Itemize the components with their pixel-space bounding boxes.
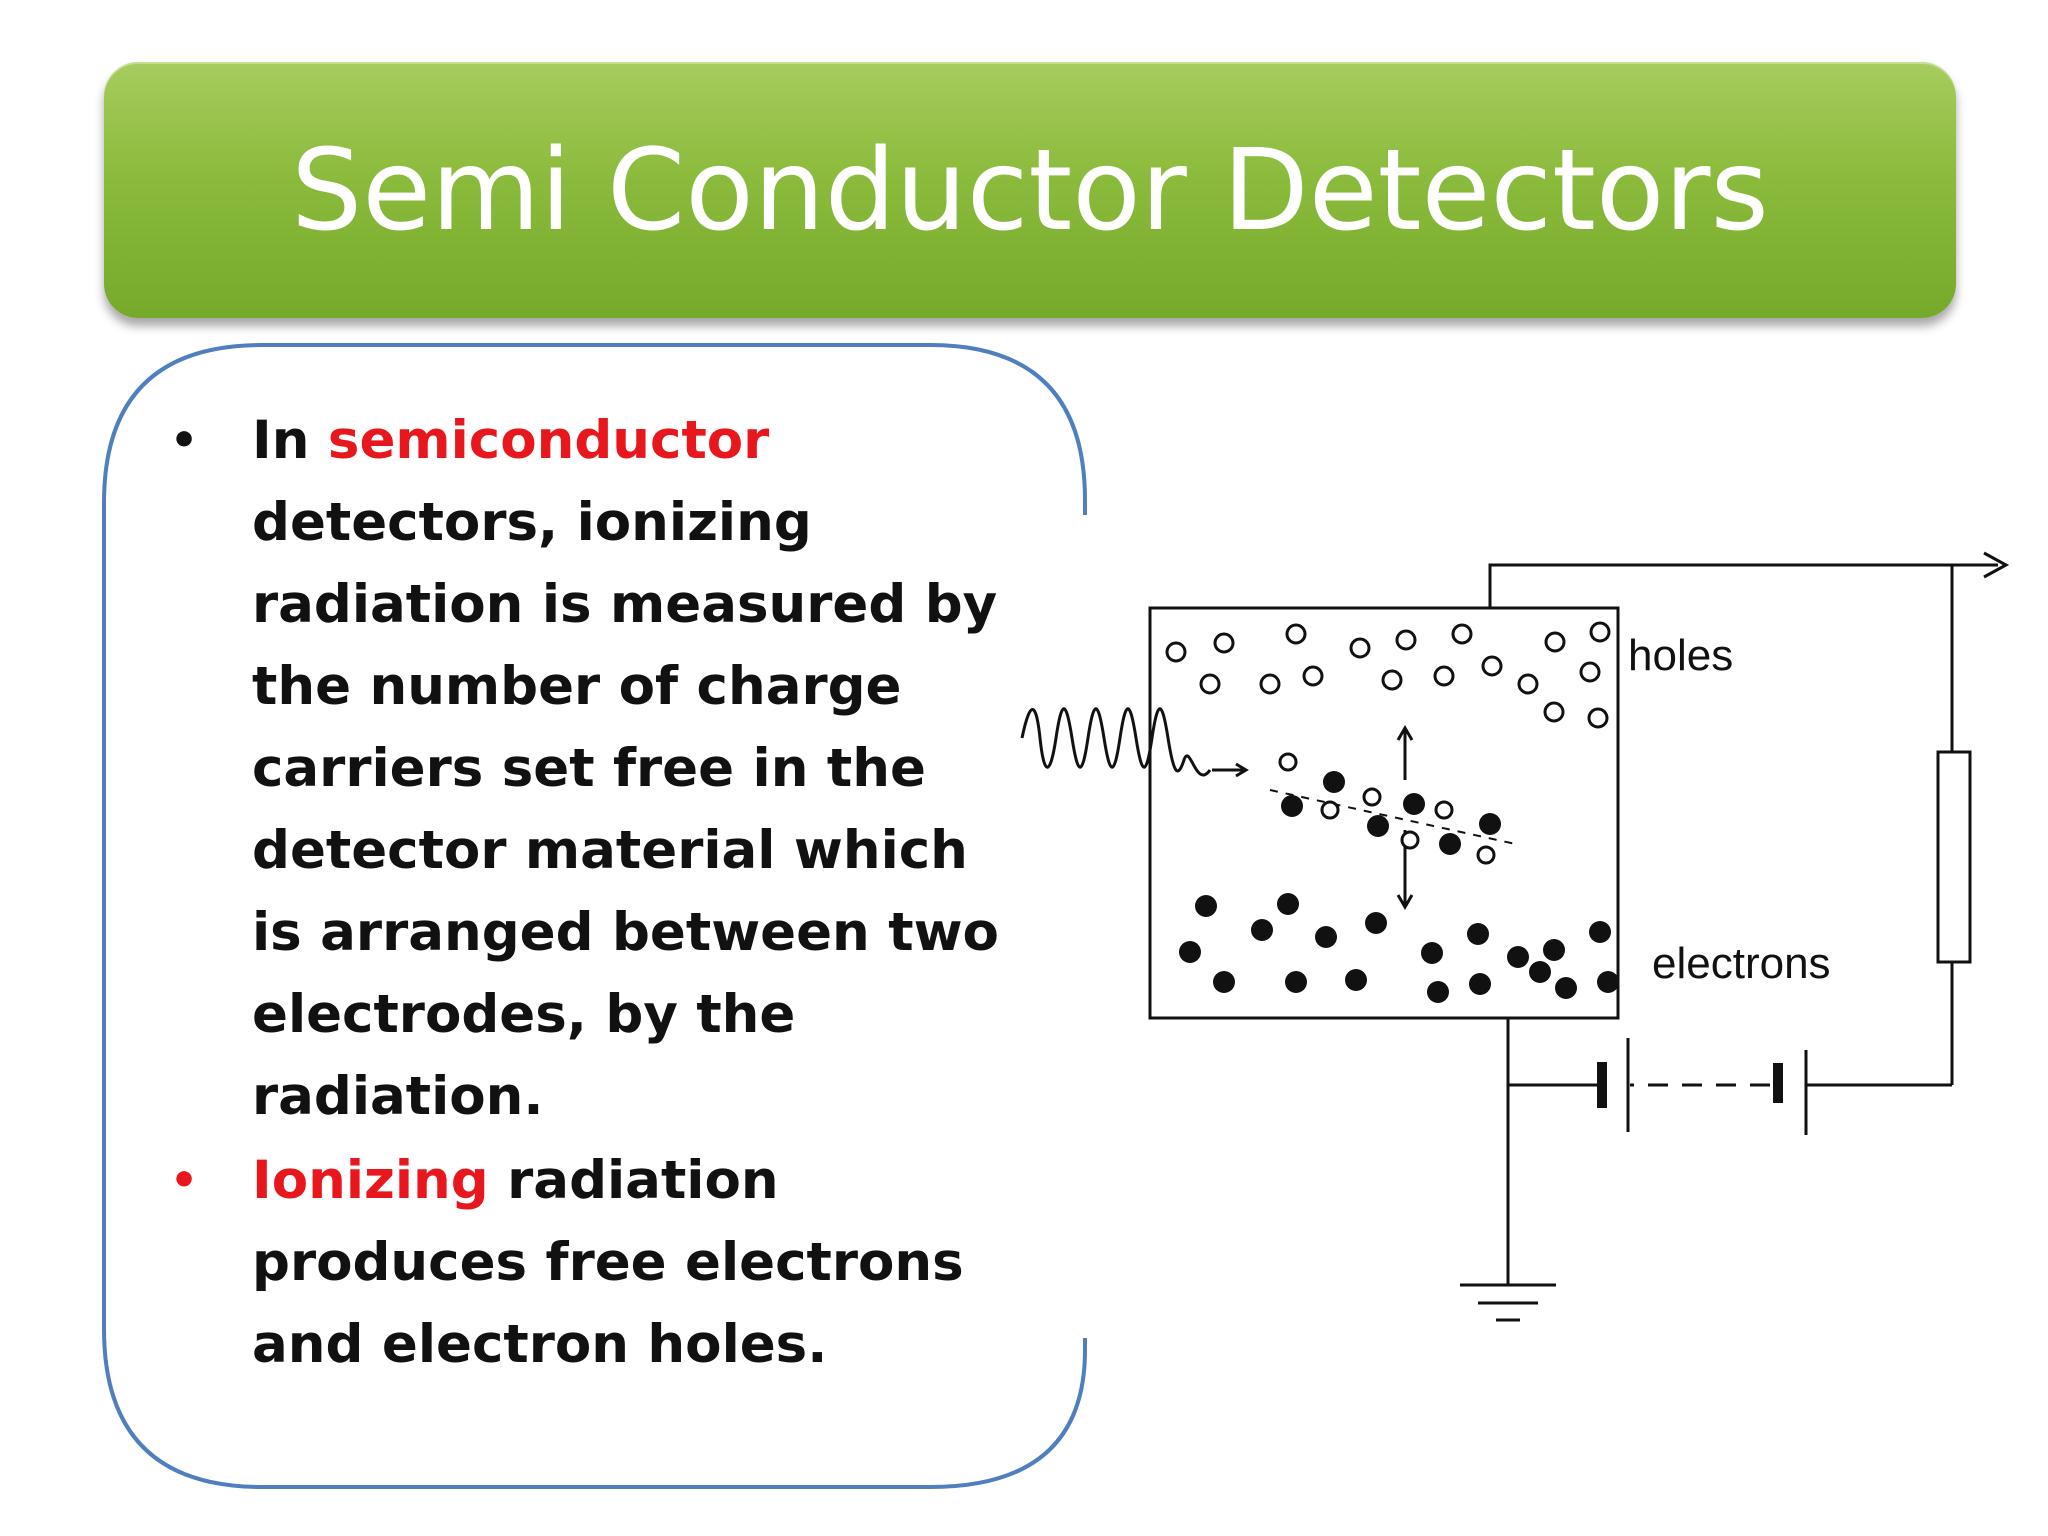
bullet-text: radiation produces free electrons and el… [252, 1150, 964, 1375]
electrons-label: electrons [1652, 939, 1831, 988]
holes-label: holes [1628, 631, 1733, 680]
bullet-item: • In semiconductor detectors, ionizing r… [170, 400, 1030, 1138]
detector-block [1148, 606, 1620, 1020]
output-arrow [1983, 551, 2010, 579]
bullet-marker: • [170, 415, 199, 466]
holes-cluster [1165, 621, 1611, 865]
slide-title: Semi Conductor Detectors [291, 126, 1769, 256]
electrons-cluster [1179, 771, 1619, 1003]
resistor [1936, 750, 1972, 964]
bullet-text: detectors, ionizing radiation is measure… [252, 492, 999, 1127]
title-banner: Semi Conductor Detectors [104, 62, 1956, 318]
bullet-highlight: Ionizing [252, 1150, 489, 1211]
bullet-item: • Ionizing radiation produces free elect… [170, 1140, 1030, 1386]
bullet-marker: • [170, 1155, 199, 1206]
radiation-wave [1020, 707, 1212, 777]
bullet-list: • In semiconductor detectors, ionizing r… [170, 400, 1030, 1388]
bullet-prefix: In [252, 410, 328, 471]
bullet-highlight: semiconductor [327, 410, 770, 471]
output-wire [1488, 563, 1998, 608]
